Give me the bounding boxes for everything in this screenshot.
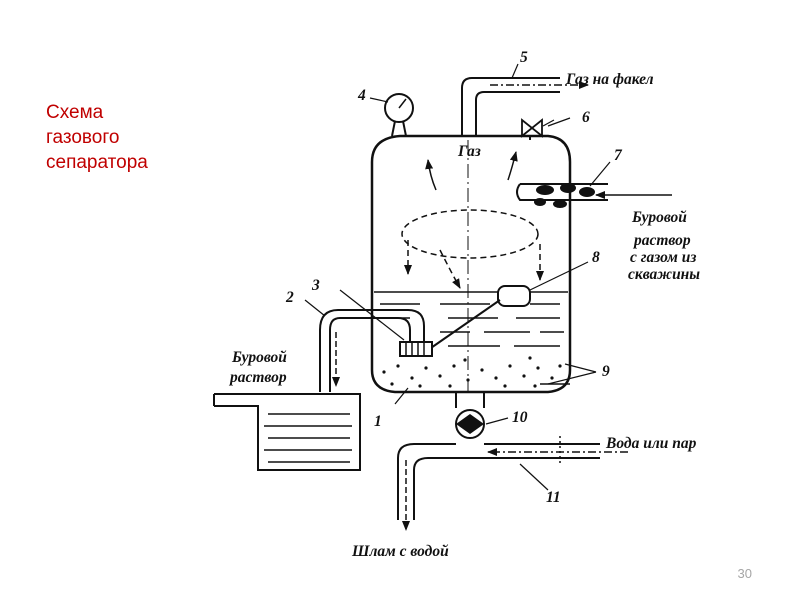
label-fluid-out-1: Буровой (231, 349, 287, 366)
number-9: 9 (602, 363, 610, 380)
sludge-line (397, 443, 600, 520)
number-4: 4 (357, 87, 366, 104)
label-fluid-in-3: с газом из (630, 249, 696, 266)
label-gas-to-flare: Газ на факел (565, 71, 654, 88)
label-water-or-steam: Вода или пар (605, 435, 697, 452)
label-sludge-with-water: Шлам с водой (351, 543, 449, 560)
label-gas: Газ (457, 143, 481, 160)
title-line-3: сепаратора (46, 152, 148, 173)
number-7: 7 (614, 147, 623, 164)
pressure-gauge-icon (384, 93, 414, 137)
label-fluid-in-1: Буровой (631, 209, 687, 226)
sediment (382, 356, 562, 388)
label-fluid-in-4: скважины (628, 266, 700, 283)
circulation-path (401, 209, 539, 259)
title-line-1: Схема (46, 102, 104, 123)
label-fluid-in-2: раствор (632, 232, 691, 249)
number-5: 5 (520, 49, 528, 66)
gas-rise-arrow (425, 159, 437, 191)
number-2: 2 (285, 289, 294, 306)
float-icon (427, 261, 589, 351)
label-fluid-out-2: раствор (228, 369, 287, 386)
number-3: 3 (311, 277, 320, 294)
number-8: 8 (592, 249, 600, 266)
gas-outlet-pipe (461, 77, 560, 136)
title-line-2: газового (46, 127, 120, 148)
page-number: 30 (737, 566, 752, 581)
number-11: 11 (546, 489, 561, 506)
separator-vessel (370, 134, 572, 394)
number-6: 6 (582, 109, 590, 126)
number-1: 1 (374, 413, 382, 430)
mud-tank (213, 393, 361, 471)
slide-title: Схема газового сепаратора (46, 100, 148, 175)
inlet-pipe (516, 183, 608, 208)
number-10: 10 (512, 409, 528, 426)
bottom-valve-icon (455, 409, 485, 439)
outlet-pipe (319, 309, 425, 392)
safety-valve-icon (521, 118, 555, 140)
discharge-valve-icon (339, 289, 433, 357)
